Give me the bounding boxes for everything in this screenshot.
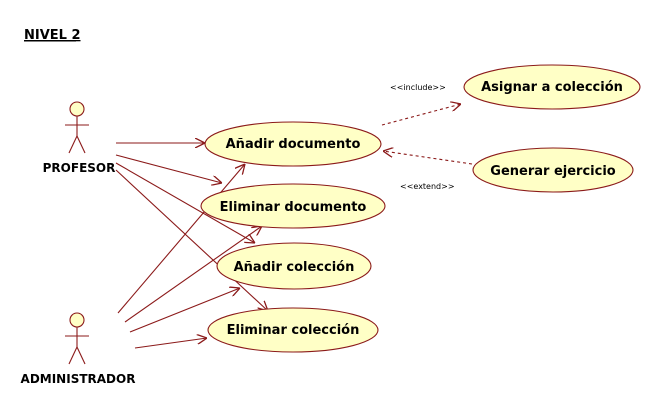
assoc-profesor-eliminar-documento — [115, 154, 222, 183]
assoc-admin-anadir-documento — [117, 164, 245, 314]
include-stereotype: <<include>> — [390, 83, 446, 92]
profesor-associations — [115, 143, 268, 311]
actor-administrador-label: ADMINISTRADOR — [21, 372, 136, 386]
actor-profesor-head-icon — [69, 101, 85, 117]
assoc-admin-anadir-coleccion — [129, 288, 240, 333]
extend-dashed-line — [383, 151, 473, 165]
actor-administrador-head-icon — [69, 312, 85, 328]
assoc-admin-eliminar-coleccion — [134, 338, 207, 349]
usecase-eliminar-coleccion[interactable]: Eliminar colección — [207, 307, 379, 353]
usecase-anadir-coleccion[interactable]: Añadir colección — [216, 242, 372, 290]
extend-stereotype: <<extend>> — [400, 182, 455, 191]
usecase-anadir-coleccion-label: Añadir colección — [234, 260, 355, 275]
assoc-profesor-anadir-coleccion — [115, 162, 255, 243]
administrador-associations — [117, 164, 262, 349]
usecase-asignar-coleccion[interactable]: Asignar a colección — [463, 64, 641, 110]
usecase-generar-ejercicio[interactable]: Generar ejercicio — [472, 147, 634, 193]
actor-administrador[interactable] — [65, 312, 89, 365]
usecase-asignar-coleccion-label: Asignar a colección — [481, 80, 623, 95]
usecase-anadir-documento-label: Añadir documento — [226, 137, 361, 152]
usecase-anadir-documento[interactable]: Añadir documento — [204, 121, 382, 167]
include-dashed-line — [381, 104, 461, 126]
assoc-profesor-eliminar-coleccion — [115, 169, 268, 311]
diagram-title: NIVEL 2 — [24, 28, 81, 43]
usecase-generar-ejercicio-label: Generar ejercicio — [490, 164, 616, 179]
usecase-eliminar-coleccion-label: Eliminar colección — [227, 323, 360, 338]
actor-profesor[interactable] — [65, 101, 89, 154]
actor-profesor-label: PROFESOR — [43, 161, 116, 175]
assoc-admin-eliminar-documento — [124, 226, 262, 323]
usecase-eliminar-documento[interactable]: Eliminar documento — [200, 183, 386, 229]
usecase-eliminar-documento-label: Eliminar documento — [220, 200, 367, 215]
